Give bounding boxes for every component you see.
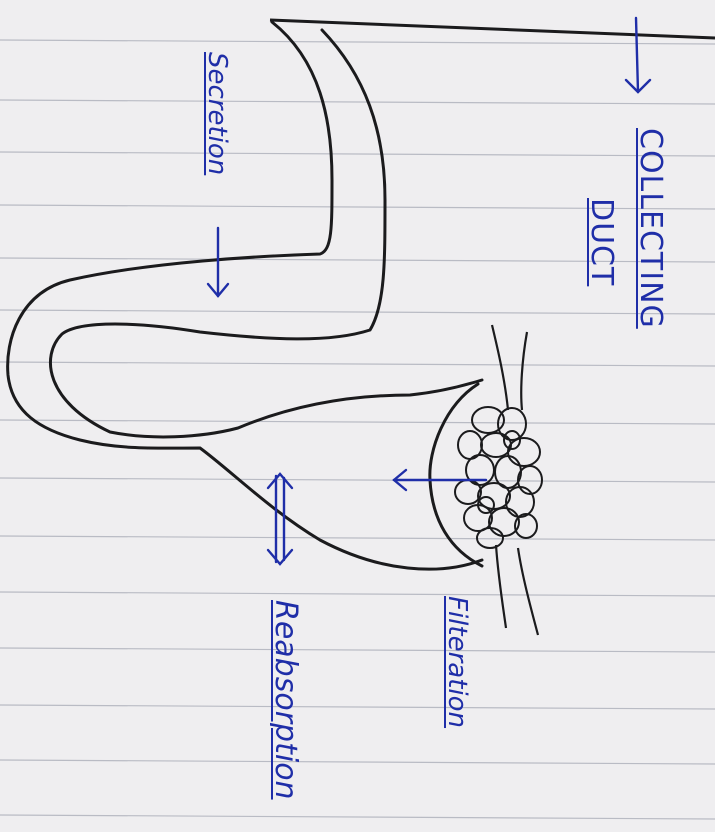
glomerulus: [455, 407, 542, 548]
reabsorption-label: Reabsorption: [270, 600, 300, 800]
secretion-label: Secretion: [204, 52, 230, 175]
arteriole-top-2: [521, 332, 527, 410]
collecting-duct-arrow-icon: [636, 18, 638, 92]
tubule-outer-wall: [8, 22, 482, 569]
tubule-inner-wall: [50, 30, 482, 437]
collecting-duct-label-line1: COLLECTING: [635, 128, 665, 329]
collecting-duct-line: [270, 20, 715, 38]
collecting-duct-label-line2: DUCT: [586, 198, 616, 286]
filteration-label: Filteration: [444, 596, 470, 728]
arteriole-top: [492, 325, 508, 410]
arteriole-bottom-2: [518, 548, 538, 635]
arteriole-bottom: [496, 545, 506, 628]
